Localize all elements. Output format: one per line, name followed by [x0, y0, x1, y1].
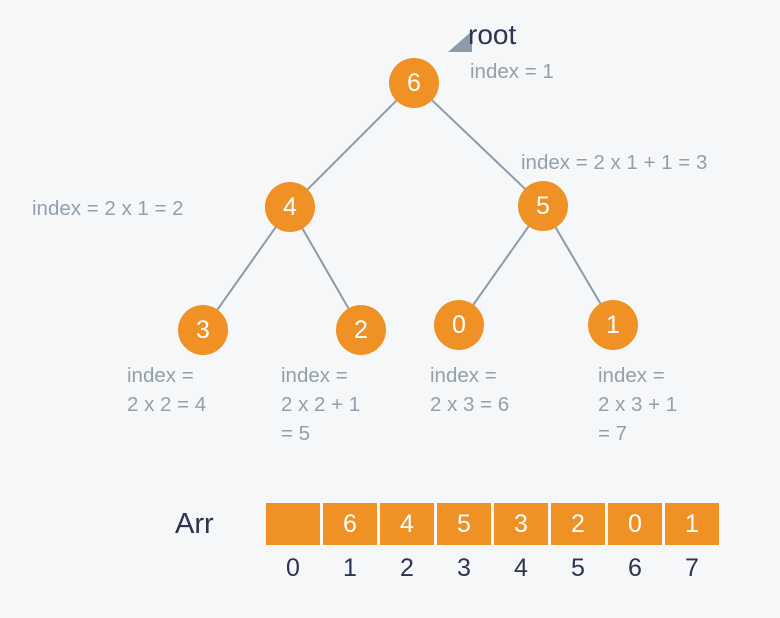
tree-node[interactable]: 4 [265, 182, 315, 232]
array-cell-index: 2 [400, 554, 414, 582]
array-index-row: 0 1 2 3 4 5 6 7 [266, 552, 719, 584]
array-cell-index: 1 [343, 554, 357, 582]
array-cell[interactable]: 0 [608, 503, 662, 545]
array-cell[interactable]: 6 [323, 503, 377, 545]
array-cell[interactable]: 3 [494, 503, 548, 545]
lbl-leaf-2: index = 2 x 2 + 1 = 5 [281, 364, 361, 445]
lbl-leaf-1: index = 2 x 3 + 1 = 7 [598, 364, 678, 445]
array-cell-index: 3 [457, 554, 471, 582]
array-cell[interactable] [266, 503, 320, 545]
tree-node[interactable]: 3 [178, 305, 228, 355]
root-pointer-arrow-icon [447, 28, 473, 54]
tree-edge [304, 97, 400, 193]
array-cell[interactable]: 4 [380, 503, 434, 545]
tree-edge [470, 223, 532, 308]
tree-edge [553, 224, 603, 307]
array-cell-index: 5 [571, 554, 585, 582]
tree-edge [429, 97, 528, 192]
tree-node[interactable]: 6 [389, 58, 439, 108]
array-name-label: Arr [175, 508, 214, 540]
tree-node[interactable]: 2 [336, 305, 386, 355]
array-cell-index: 6 [628, 554, 642, 582]
array-cell-index: 0 [286, 554, 300, 582]
lbl-leaf-3: index = 2 x 2 = 4 [127, 364, 207, 416]
array-cell[interactable]: 1 [665, 503, 719, 545]
tree-edge [214, 224, 279, 313]
tree-node[interactable]: 5 [518, 181, 568, 231]
tree-node[interactable]: 0 [434, 300, 484, 350]
lbl-leaf-0: index = 2 x 3 = 6 [430, 364, 510, 416]
array-cell-index: 7 [685, 554, 699, 582]
tree-edge [300, 225, 351, 312]
array-cell[interactable]: 2 [551, 503, 605, 545]
tree-node[interactable]: 1 [588, 300, 638, 350]
array-cell-index: 4 [514, 554, 528, 582]
lbl-right-child: index = 2 x 1 + 1 = 3 [521, 151, 708, 174]
root-index-label: index = 1 [470, 60, 554, 83]
root-pointer-label: root [468, 19, 517, 50]
array-cell[interactable]: 5 [437, 503, 491, 545]
lbl-left-child: index = 2 x 1 = 2 [32, 197, 184, 220]
